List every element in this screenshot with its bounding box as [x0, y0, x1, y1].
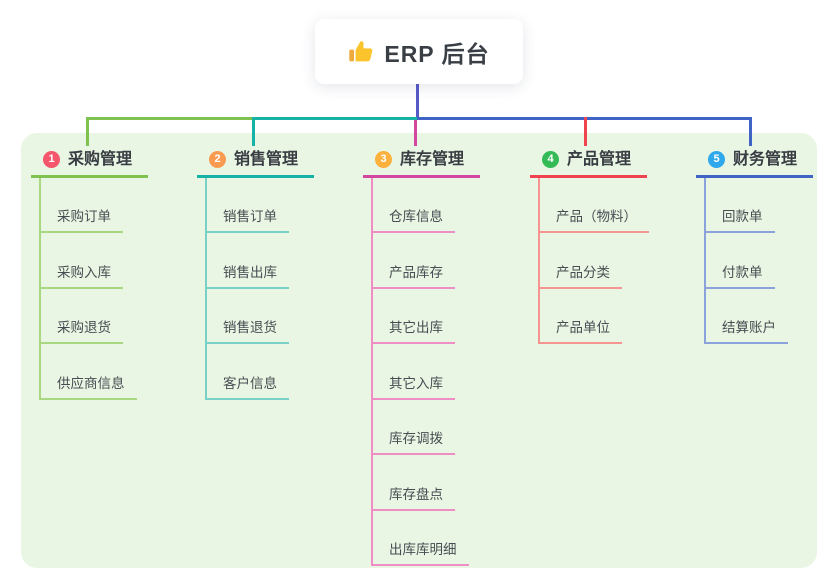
mindmap-child-node[interactable]: 产品单位	[538, 317, 622, 344]
mindmap-child-node[interactable]: 销售出库	[205, 262, 289, 289]
mindmap-child-node[interactable]: 其它入库	[371, 373, 455, 400]
branch-number-badge: 3	[375, 151, 392, 168]
mindmap-child-node[interactable]: 采购退货	[39, 317, 123, 344]
mindmap-child-node[interactable]: 产品分类	[538, 262, 622, 289]
branch-node-3[interactable]: 3 库存管理	[363, 150, 480, 178]
branch-node-4[interactable]: 4 产品管理	[530, 150, 647, 178]
mindmap-child-node[interactable]: 库存盘点	[371, 484, 455, 511]
root-title: ERP 后台	[384, 40, 490, 67]
mindmap-child-node[interactable]: 结算账户	[704, 317, 788, 344]
mindmap-child-node[interactable]: 客户信息	[205, 373, 289, 400]
root-connector-line	[416, 84, 419, 120]
mindmap-background-panel	[21, 133, 817, 568]
mindmap-child-node[interactable]: 销售订单	[205, 206, 289, 233]
mindmap-child-node[interactable]: 采购入库	[39, 262, 123, 289]
branch-title: 产品管理	[567, 151, 632, 168]
branch-number-badge: 1	[43, 151, 60, 168]
connector-line	[86, 117, 254, 120]
root-node[interactable]: ERP 后台	[315, 19, 523, 84]
branch-number-badge: 4	[542, 151, 559, 168]
branch-number-badge: 5	[708, 151, 725, 168]
branch-title: 库存管理	[400, 151, 465, 168]
trunk-line	[39, 178, 41, 400]
mindmap-child-node[interactable]: 销售退货	[205, 317, 289, 344]
mindmap-child-node[interactable]: 产品库存	[371, 262, 455, 289]
mindmap-child-node[interactable]: 库存调拨	[371, 428, 455, 455]
thumbs-up-icon	[348, 39, 374, 65]
connector-line	[414, 120, 417, 146]
mindmap-child-node[interactable]: 供应商信息	[39, 373, 137, 400]
connector-line	[86, 117, 89, 146]
trunk-line	[538, 178, 540, 344]
connector-line	[254, 117, 417, 120]
connector-line	[749, 117, 752, 146]
branch-number-badge: 2	[209, 151, 226, 168]
mindmap-child-node[interactable]: 其它出库	[371, 317, 455, 344]
trunk-line	[371, 178, 373, 566]
branch-node-1[interactable]: 1 采购管理	[31, 150, 148, 178]
mindmap-child-node[interactable]: 出库库明细	[371, 539, 469, 566]
trunk-line	[704, 178, 706, 344]
mindmap-child-node[interactable]: 采购订单	[39, 206, 123, 233]
mindmap-child-node[interactable]: 产品（物料）	[538, 206, 649, 233]
mindmap-child-node[interactable]: 仓库信息	[371, 206, 455, 233]
connector-line	[584, 117, 587, 146]
connector-line	[252, 117, 255, 146]
mindmap-child-node[interactable]: 付款单	[704, 262, 775, 289]
branch-node-2[interactable]: 2 销售管理	[197, 150, 314, 178]
branch-title: 财务管理	[733, 151, 798, 168]
branch-title: 销售管理	[234, 151, 299, 168]
branch-node-5[interactable]: 5 财务管理	[696, 150, 813, 178]
mindmap-child-node[interactable]: 回款单	[704, 206, 775, 233]
branch-title: 采购管理	[68, 151, 133, 168]
trunk-line	[205, 178, 207, 400]
